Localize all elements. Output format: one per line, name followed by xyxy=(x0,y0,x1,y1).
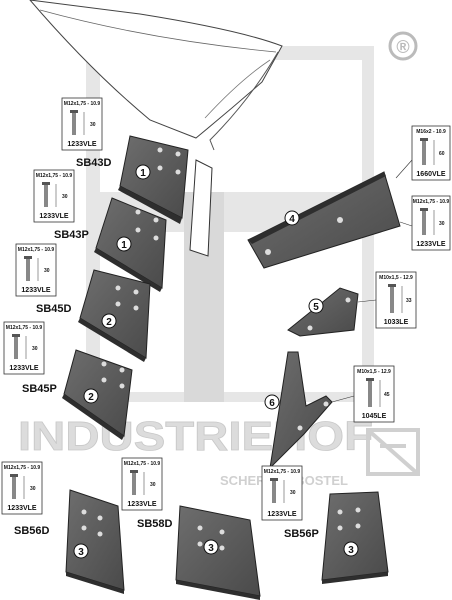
blade-sb56p xyxy=(321,491,389,584)
model-label-sb56p: SB56P xyxy=(284,528,319,540)
bolt-thread: M16x2 - 10.9 xyxy=(416,129,446,135)
callout-number: 3 xyxy=(348,545,354,556)
bolt-code: 1233VLE xyxy=(67,141,97,148)
callout-number: 2 xyxy=(106,317,112,328)
bolt-thread: M12x1,75 - 10.9 xyxy=(18,247,55,253)
blade-sb58d xyxy=(175,505,261,600)
bolt-box-sb56d: M12x1,75 - 10.9 30 1233VLE xyxy=(1,461,43,515)
bolt-thread: M12x1,75 - 10.9 xyxy=(124,461,161,467)
leader-lines xyxy=(331,159,413,403)
bolt-code: 1045LE xyxy=(362,413,387,420)
callout-number: 3 xyxy=(78,547,84,558)
brand-mark-icon xyxy=(366,428,420,476)
bolt-box-part4-upper: M16x2 - 10.9 60 1660VLE xyxy=(411,125,451,181)
bolt-box-part6: M10x1,5 - 12.9 45 1045LE xyxy=(353,365,395,423)
callout-1a: 1 xyxy=(135,164,151,180)
callout-3a: 3 xyxy=(73,543,89,559)
callout-4: 4 xyxy=(284,210,300,226)
brand-text: INDUSTRIEHOF xyxy=(18,413,373,459)
callout-6: 6 xyxy=(264,394,280,410)
bolt-length: 30 xyxy=(62,194,68,200)
bolt-length: 30 xyxy=(150,482,156,488)
plough-body-outline xyxy=(29,0,283,257)
bolt-box-part4-lower: M12x1,75 - 10.9 30 1233VLE xyxy=(411,195,451,251)
bolt-box-sb43p: M12x1,75 - 10.9 30 1233VLE xyxy=(33,169,75,223)
bolt-length: 30 xyxy=(32,346,38,352)
bolt-box-sb56p: M12x1,75 - 10.9 30 1233VLE xyxy=(261,465,303,521)
callout-2a: 2 xyxy=(101,313,117,329)
blade-sb45p xyxy=(62,349,133,440)
bolt-thread: M10x1,5 - 12.9 xyxy=(357,369,391,375)
model-label-sb43d: SB43D xyxy=(76,157,112,169)
callout-number: 5 xyxy=(313,302,319,313)
bolt-length: 30 xyxy=(44,268,50,274)
callout-2b: 2 xyxy=(83,388,99,404)
model-label-sb56d: SB56D xyxy=(14,525,50,537)
bolt-thread: M12x1,75 - 10.9 xyxy=(6,325,43,331)
callout-3c: 3 xyxy=(343,541,359,557)
model-label-sb43p: SB43P xyxy=(54,229,89,241)
bolt-length: 45 xyxy=(384,392,390,398)
bolt-code: 1033LE xyxy=(384,319,409,326)
callout-number: 6 xyxy=(269,398,275,409)
callout-number: 3 xyxy=(208,543,214,554)
bolt-code: 1233VLE xyxy=(21,287,51,294)
callout-number: 1 xyxy=(121,240,127,251)
bolt-code: 1233VLE xyxy=(39,213,69,220)
bolt-box-sb58d: M12x1,75 - 10.9 30 1233VLE xyxy=(121,457,163,511)
bolt-length: 60 xyxy=(439,151,445,157)
callout-number: 1 xyxy=(140,168,146,179)
bolt-code: 1233VLE xyxy=(9,365,39,372)
bolt-length: 30 xyxy=(30,486,36,492)
callout-number: 4 xyxy=(289,214,295,225)
bolt-length: 33 xyxy=(406,298,412,304)
model-labels: SB43D SB43P SB45D SB45P SB56D SB58D SB56… xyxy=(14,157,319,540)
registered-mark: ® xyxy=(388,31,418,61)
bolt-code: 1233VLE xyxy=(7,505,37,512)
callout-circles: 1 1 2 2 4 5 6 3 3 3 xyxy=(73,164,359,559)
blade-sb45d xyxy=(78,269,151,362)
callout-number: 2 xyxy=(88,392,94,403)
bolt-box-sb45d: M12x1,75 - 10.9 30 1233VLE xyxy=(15,243,57,297)
bolt-thread: M12x1,75 - 10.9 xyxy=(4,465,41,471)
model-label-sb45d: SB45D xyxy=(36,303,72,315)
bolt-thread: M12x1,75 - 10.9 xyxy=(264,469,301,475)
bolt-box-part5: M10x1,5 - 12.9 33 1033LE xyxy=(375,271,417,329)
bolt-code: 1233VLE xyxy=(267,511,297,518)
bolt-thread: M12x1,75 - 10.9 xyxy=(413,199,450,205)
bolt-length: 30 xyxy=(439,221,445,227)
blade-sb43d xyxy=(118,135,189,224)
blade-5 xyxy=(287,287,359,337)
bolt-code: 1660VLE xyxy=(416,171,446,178)
bolt-length: 30 xyxy=(290,490,296,496)
callout-3b: 3 xyxy=(203,539,219,555)
brand-watermark: INDUSTRIEHOF SCHERER - BOSTEL xyxy=(18,413,420,488)
bolt-code: 1233VLE xyxy=(416,241,446,248)
bolt-box-sb45p: M12x1,75 - 10.9 30 1233VLE xyxy=(3,321,45,375)
model-label-sb45p: SB45P xyxy=(22,383,57,395)
bolt-code: 1233VLE xyxy=(127,501,157,508)
callout-1b: 1 xyxy=(116,236,132,252)
blade-6 xyxy=(269,351,333,470)
bolt-box-sb43d: M12x1,75 - 10.9 30 1233VLE xyxy=(61,97,103,151)
blade-4 xyxy=(247,171,401,269)
registered-symbol: ® xyxy=(396,37,409,57)
bolt-thread: M12x1,75 - 10.9 xyxy=(36,173,73,179)
model-label-sb58d: SB58D xyxy=(137,518,173,530)
bolt-length: 30 xyxy=(90,122,96,128)
callout-5: 5 xyxy=(308,298,324,314)
blade-sb56d xyxy=(65,489,125,594)
bolt-thread: M12x1,75 - 10.9 xyxy=(64,101,101,107)
bolt-thread: M10x1,5 - 12.9 xyxy=(379,275,413,281)
